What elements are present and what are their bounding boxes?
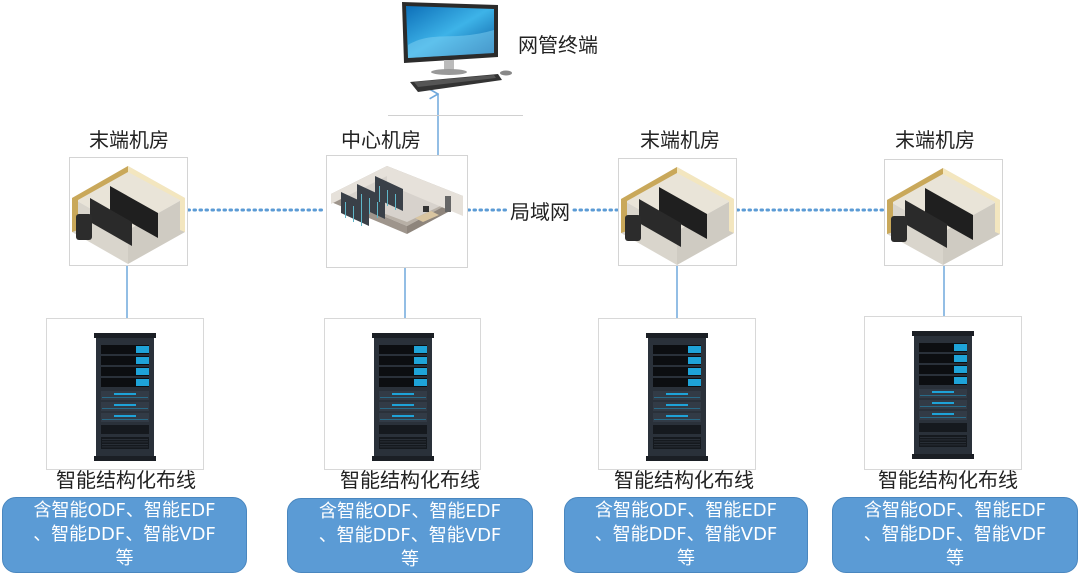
room-label-3: 末端机房: [640, 128, 720, 152]
cabling-rack-1[interactable]: [46, 318, 204, 470]
note-line: 等: [946, 548, 964, 569]
server-room-icon: [887, 168, 1000, 265]
note-line: 、智能DDF、智能VDF: [33, 524, 216, 545]
server-room-icon: [72, 166, 185, 264]
cabling-caption-2: 智能结构化布线: [340, 468, 480, 492]
rack-cabinet-icon: [371, 333, 434, 461]
rack-cabinet-icon: [646, 333, 708, 461]
room-label-2: 中心机房: [341, 128, 421, 152]
server-room-icon: [621, 167, 734, 265]
note-line: 含智能ODF、智能EDF: [864, 500, 1046, 521]
note-line: 等: [677, 548, 695, 569]
cabling-caption-4: 智能结构化布线: [878, 468, 1018, 492]
cabling-note-2: 含智能ODF、智能EDF 、智能DDF、智能VDF 等: [287, 498, 533, 573]
lan-label: 局域网: [510, 200, 570, 224]
rack-cabinet-icon: [912, 331, 974, 459]
note-line: 含智能ODF、智能EDF: [33, 500, 216, 521]
cabling-rack-4[interactable]: [864, 316, 1022, 470]
room-label-1: 末端机房: [89, 128, 169, 152]
note-line: 含智能ODF、智能EDF: [319, 501, 501, 522]
terminal-room-2[interactable]: [618, 158, 737, 266]
cabling-note-1: 含智能ODF、智能EDF 、智能DDF、智能VDF 等: [2, 497, 247, 573]
cabling-note-3: 含智能ODF、智能EDF 、智能DDF、智能VDF 等: [564, 497, 808, 573]
note-line: 等: [115, 548, 134, 569]
cabling-caption-3: 智能结构化布线: [614, 468, 754, 492]
note-line: 、智能DDF、智能VDF: [863, 524, 1047, 545]
cabling-rack-3[interactable]: [598, 318, 756, 470]
terminal-computer-icon[interactable]: [398, 0, 513, 97]
central-room[interactable]: [326, 155, 468, 268]
cabling-rack-2[interactable]: [324, 318, 481, 470]
rack-cabinet-icon: [94, 333, 156, 461]
data-center-icon: [331, 166, 463, 234]
note-line: 、智能DDF、智能VDF: [594, 524, 778, 545]
room-label-4: 末端机房: [895, 128, 975, 152]
terminal-room-1[interactable]: [69, 157, 188, 266]
cabling-caption-1: 智能结构化布线: [56, 468, 196, 492]
terminal-baseline: [388, 115, 523, 116]
note-line: 等: [401, 549, 419, 570]
note-line: 含智能ODF、智能EDF: [595, 500, 777, 521]
cabling-note-4: 含智能ODF、智能EDF 、智能DDF、智能VDF 等: [832, 497, 1078, 573]
note-line: 、智能DDF、智能VDF: [318, 525, 502, 546]
terminal-room-3[interactable]: [884, 159, 1003, 266]
terminal-label: 网管终端: [518, 33, 598, 57]
